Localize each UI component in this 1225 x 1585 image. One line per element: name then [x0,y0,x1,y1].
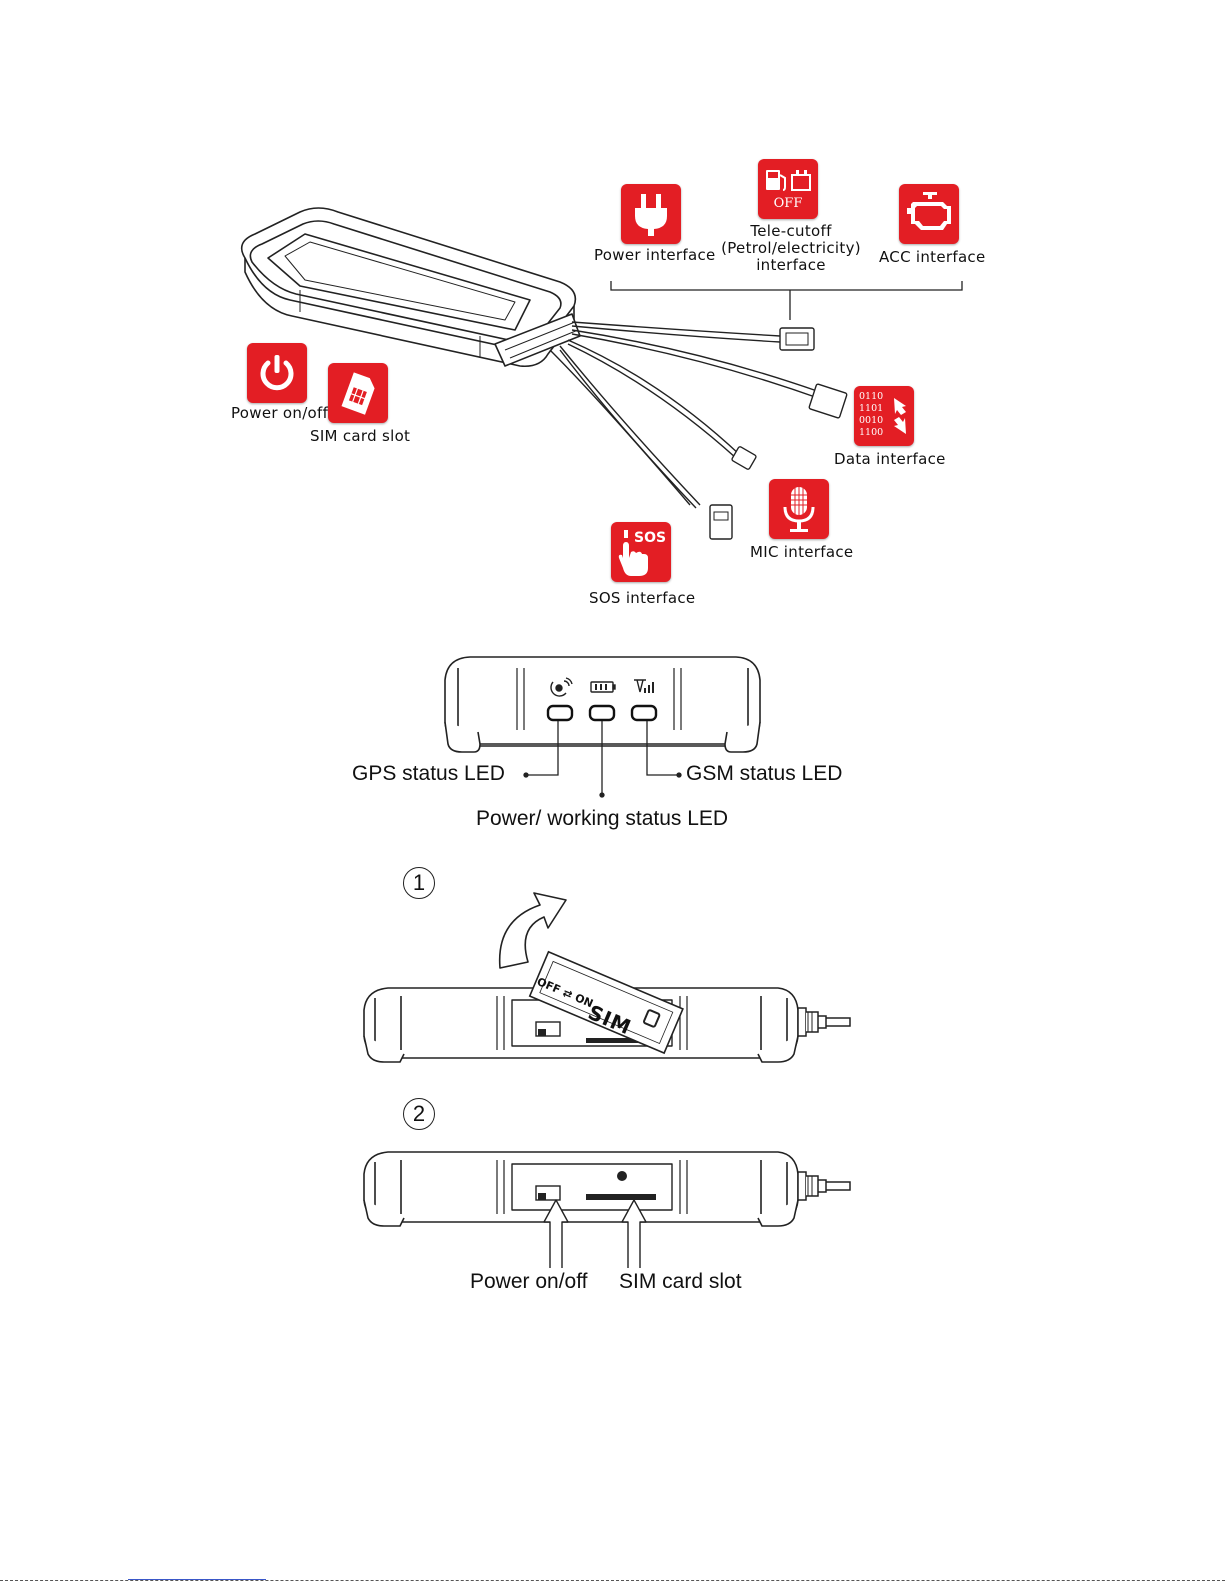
tele-cutoff-line1: Tele-cutoff [750,222,831,240]
engine-icon [899,184,959,244]
sos-button-icon: SOS [611,522,671,582]
tele-cutoff-line3: interface [756,256,826,274]
power-working-led-label: Power/ working status LED [476,807,728,831]
gsm-status-led-label: GSM status LED [686,762,842,786]
footer-dotted-rule [0,1580,1225,1581]
power-onoff-label: Power on/off [231,404,328,422]
sim-card-icon [328,363,388,423]
acc-interface-label: ACC interface [879,248,986,266]
microphone-icon [769,479,829,539]
tele-cutoff-label: Tele-cutoff (Petrol/electricity) interfa… [716,223,866,274]
data-interface-label: Data interface [834,450,946,468]
power-plug-icon [621,184,681,244]
sos-badge-text: SOS [634,530,666,546]
step-2-number-text: 2 [413,1101,425,1126]
step-2-open-slot [0,1140,1225,1300]
footer-link-underline [128,1579,266,1580]
sos-interface-label: SOS interface [589,589,695,607]
tele-cutoff-off-text: OFF [758,196,818,211]
power-interface-label: Power interface [594,246,716,264]
gps-status-led-label: GPS status LED [352,762,505,786]
power-button-icon [247,343,307,403]
sim-card-slot-label: SIM card slot [310,427,410,445]
mic-interface-label: MIC interface [750,543,853,561]
step-2-number: 2 [403,1098,435,1130]
interfaces-bracket [611,281,962,320]
sim-card-slot-bottom-label: SIM card slot [619,1270,742,1294]
fuel-cutoff-icon: OFF [758,159,818,219]
step-1-open-cover [0,880,1225,1070]
power-onoff-bottom-label: Power on/off [470,1270,588,1294]
tele-cutoff-line2: (Petrol/electricity) [721,239,861,257]
data-transfer-icon: 0110 1101 0010 1100 [854,386,914,446]
